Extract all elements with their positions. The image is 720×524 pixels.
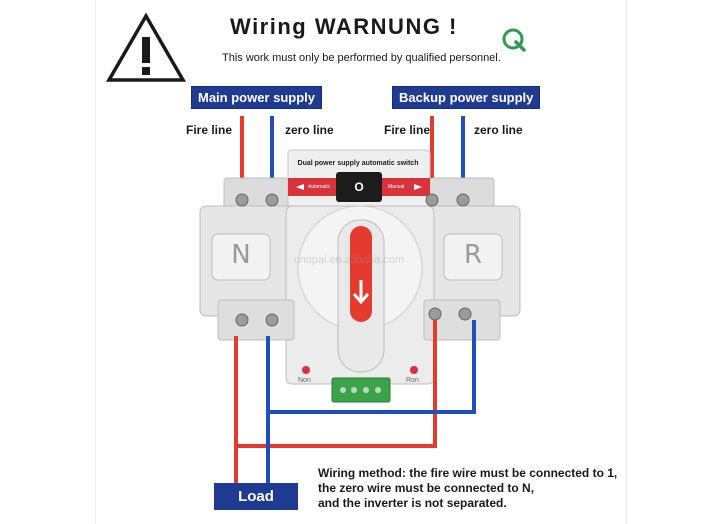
wiring-method-line-2: the zero wire must be connected to N,	[318, 481, 535, 495]
main-fire-line-label: Fire line	[186, 123, 233, 137]
output-wires	[234, 320, 476, 488]
non-indicator-label: Non	[298, 377, 311, 384]
backup-fire-line-label: Fire line	[384, 123, 431, 137]
automatic-label: Automatic	[308, 184, 331, 190]
rocker-switch[interactable]: O	[354, 180, 364, 194]
wiring-method-line-1: Wiring method: the fire wire must be con…	[318, 466, 618, 480]
page-subtitle: This work must only be performed by qual…	[222, 52, 501, 64]
backup-power-supply-label: Backup power supply	[392, 86, 541, 109]
ron-indicator-label: Ron	[406, 377, 419, 384]
watermark: cnopai.en.alibaba.com	[294, 254, 405, 266]
warning-triangle-icon	[105, 12, 187, 82]
switch-device	[199, 149, 521, 403]
load-label: Load	[214, 483, 298, 510]
main-power-supply-label: Main power supply	[191, 86, 323, 109]
r-side-letter: R	[463, 240, 483, 270]
manual-label: Manual	[388, 184, 405, 190]
q-logo-icon	[502, 28, 526, 52]
wiring-method-line-3: and the inverter is not separated.	[318, 496, 507, 510]
wiring-method-text: Wiring method: the fire wire must be con…	[318, 466, 617, 511]
n-side-letter: N	[231, 240, 251, 270]
page-title: Wiring WARNUNG !	[230, 14, 458, 39]
main-zero-line-label: zero line	[285, 123, 334, 137]
backup-zero-line-label: zero line	[474, 123, 523, 137]
device-label: Dual power supply automatic switch	[297, 160, 419, 167]
